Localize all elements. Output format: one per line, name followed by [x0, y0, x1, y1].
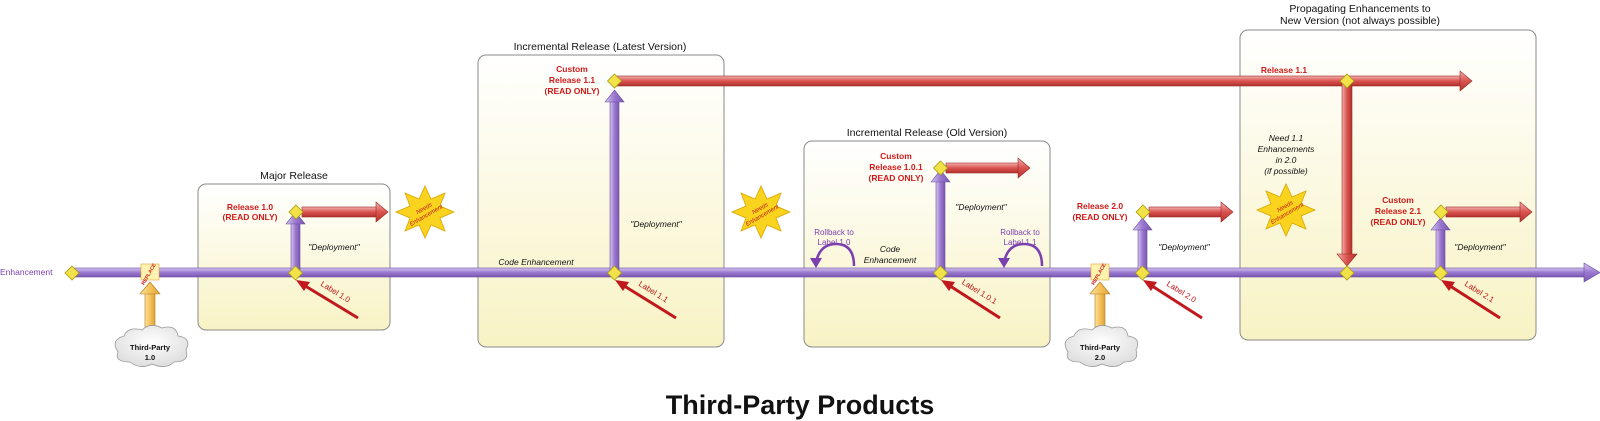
- cloud-2-0-line2: 2.0: [1095, 353, 1105, 362]
- box-propagate-title-1: Propagating Enhancements to: [1289, 3, 1430, 15]
- footer-title: Third-Party Products: [666, 390, 935, 420]
- rollback-arrow-1-1: [998, 242, 1044, 268]
- need-line3: in 2.0: [1276, 155, 1297, 165]
- rollback-1-0-line2: Label 1.0: [818, 238, 851, 247]
- box-major-title: Major Release: [260, 170, 328, 182]
- release-arrow-2-0: [1148, 201, 1234, 223]
- enhancement-start-label: Enhancement: [0, 267, 53, 277]
- needs-enhancement-star-3: Needs Enhancement: [1255, 183, 1317, 237]
- release-1-0-1-line3: (READ ONLY): [869, 173, 924, 183]
- deployment-note-4: "Deployment": [1158, 242, 1210, 252]
- box-old-title: Incremental Release (Old Version): [847, 127, 1008, 139]
- label-arrows: [296, 280, 1501, 320]
- cloud-third-party-1-0: Third-Party 1.0: [114, 325, 189, 367]
- box-latest-release: Incremental Release (Latest Version): [477, 41, 725, 348]
- release-1-0-line1: Release 1.0: [227, 202, 274, 212]
- rollback-arrow-1-0: [810, 242, 856, 268]
- code-enhancement-old-line1: Code: [880, 244, 901, 254]
- deploy-arrow-2-0: [1132, 217, 1153, 273]
- replace-tag-2: REPLACE: [1091, 262, 1110, 286]
- box-propagate: Propagating Enhancements to New Version …: [1239, 3, 1537, 341]
- cloud-1-0-line2: 1.0: [145, 353, 155, 362]
- release-1-1-line3: (READ ONLY): [545, 86, 600, 96]
- release-1-1-top-label: Release 1.1: [1261, 65, 1308, 75]
- label-2-0: Label 2.0: [1165, 279, 1198, 304]
- third-party-arrow-1-0: [139, 281, 161, 333]
- release-1-0-1-line1: Custom: [880, 151, 912, 161]
- rollback-1-0-line1: Rollback to: [814, 228, 854, 237]
- need-line4: (if possible): [1264, 166, 1308, 176]
- need-line2: Enhancements: [1258, 144, 1315, 154]
- third-party-arrow-2-0: [1089, 281, 1111, 333]
- release-2-1-line1: Custom: [1382, 195, 1414, 205]
- cloud-third-party-2-0: Third-Party 2.0: [1064, 325, 1139, 367]
- cloud-2-0-line1: Third-Party: [1080, 343, 1121, 352]
- release-2-1-line2: Release 2.1: [1375, 206, 1422, 216]
- release-1-0-line2: (READ ONLY): [223, 212, 278, 222]
- deployment-note-2: "Deployment": [630, 219, 682, 229]
- release-1-1-line2: Release 1.1: [549, 75, 596, 85]
- box-old-release: Incremental Release (Old Version): [803, 127, 1051, 348]
- need-line1: Need 1.1: [1269, 133, 1304, 143]
- deployment-note-1: "Deployment": [308, 242, 360, 252]
- release-2-0-line2: (READ ONLY): [1073, 212, 1128, 222]
- release-2-0-line1: Release 2.0: [1077, 201, 1124, 211]
- rollback-1-1-line2: Label 1.1: [1004, 238, 1037, 247]
- nodes: [64, 73, 1449, 281]
- release-1-1-line1: Custom: [556, 64, 588, 74]
- replace-tag-1: REPLACE: [141, 262, 160, 286]
- box-latest-title: Incremental Release (Latest Version): [514, 41, 687, 53]
- deployment-note-3: "Deployment": [955, 202, 1007, 212]
- release-2-1-line3: (READ ONLY): [1371, 217, 1426, 227]
- box-propagate-title-2: New Version (not always possible): [1280, 15, 1440, 27]
- deployment-note-5: "Deployment": [1454, 242, 1506, 252]
- needs-enhancement-star-1: Needs Enhancement: [394, 185, 456, 239]
- code-enhancement-old-line2: Enhancement: [864, 255, 917, 265]
- release-1-0-1-line2: Release 1.0.1: [869, 162, 923, 172]
- code-enhancement-note: Code Enhancement: [498, 257, 574, 267]
- rollback-1-1-line1: Rollback to: [1000, 228, 1040, 237]
- cloud-1-0-line1: Third-Party: [130, 343, 171, 352]
- needs-enhancement-star-2: Needs Enhancement: [730, 185, 792, 239]
